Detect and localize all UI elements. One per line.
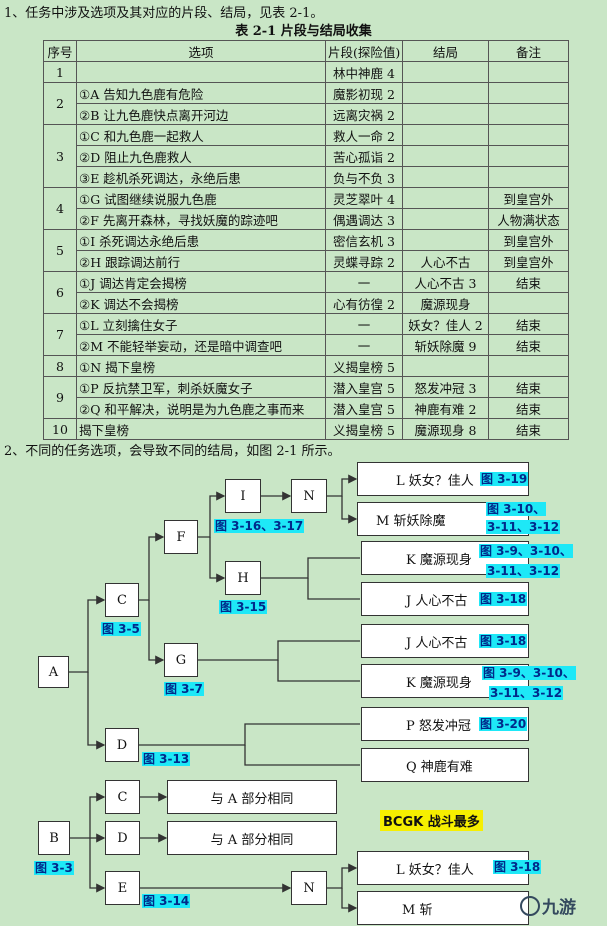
- node-c: C: [105, 583, 139, 617]
- fig-tag: 图 3-3: [34, 861, 74, 875]
- cell-option: ②K 调达不会揭榜: [76, 292, 326, 314]
- highlight-note: BCGK 战斗最多: [380, 810, 483, 831]
- fig-tag: 图 3-18: [479, 634, 528, 648]
- cell-option: ①N 揭下皇榜: [76, 355, 326, 377]
- fig-tag: 图 3-19: [480, 472, 529, 486]
- cell-ending: 妖女？佳人 2: [402, 313, 489, 335]
- cell-fragment: 潜入皇宫 5: [325, 397, 403, 419]
- cell-option: ①P 反抗禁卫军，刺杀妖魔女子: [76, 376, 326, 398]
- table-row: ②D 阻止九色鹿救人苦心孤诣 2: [44, 145, 569, 167]
- cell-no: 4: [43, 187, 77, 230]
- table-row: ②B 让九色鹿快点离开河边远离灾祸 2: [44, 103, 569, 125]
- same-as-a-1: 与 A 部分相同: [167, 780, 337, 814]
- cell-note: 到皇宫外: [488, 187, 569, 209]
- cell-option: ②D 阻止九色鹿救人: [76, 145, 326, 167]
- cell-fragment: 灵芝翠叶 4: [325, 187, 403, 209]
- table-title: 表 2-1 片段与结局收集: [235, 24, 372, 39]
- logo-icon: [520, 895, 540, 916]
- cell-no: 2: [43, 82, 77, 125]
- node-d: D: [105, 728, 139, 762]
- node-b: B: [38, 821, 70, 855]
- fig-tag: 图 3-15: [219, 600, 268, 614]
- fig-tag: 3-11、3-12: [486, 564, 561, 578]
- ending-l: L 妖女？佳人: [357, 462, 529, 496]
- node-i: I: [225, 479, 261, 513]
- cell-note: 结束: [488, 334, 569, 356]
- intro-text-2: 2、不同的任务选项，会导致不同的结局，如图 2-1 所示。: [4, 444, 341, 459]
- cell-fragment: 义揭皇榜 5: [325, 418, 403, 440]
- node-g: G: [164, 643, 198, 677]
- cell-no: 10: [43, 418, 77, 440]
- cell-option: ①C 和九色鹿一起救人: [76, 124, 326, 146]
- cell-fragment: 偶遇调达 3: [325, 208, 403, 230]
- cell-fragment: 林中神鹿 4: [325, 61, 403, 83]
- cell-fragment: 潜入皇宫 5: [325, 376, 403, 398]
- fig-tag: 图 3-5: [101, 622, 141, 636]
- ending-m-b: M 斩: [357, 891, 529, 925]
- cell-note: 结束: [488, 418, 569, 440]
- table-row: ③E 趁机杀死调达，永绝后患负与不负 3: [44, 166, 569, 188]
- watermark: 九游: [520, 893, 576, 918]
- cell-no: 3: [43, 124, 77, 188]
- intro-text-1: 1、任务中涉及选项及其对应的片段、结局，见表 2-1。: [4, 6, 324, 21]
- fig-tag: 图 3-20: [479, 717, 528, 731]
- fig-tag: 3-11、3-12: [489, 686, 564, 700]
- fig-tag: 图 3-18: [493, 860, 542, 874]
- ending-q: Q 神鹿有难: [361, 748, 529, 782]
- ending-p: P 怒发冲冠: [361, 707, 529, 741]
- cell-fragment: 远离灾祸 2: [325, 103, 403, 125]
- fig-tag: 3-11、3-12: [486, 520, 561, 534]
- cell-fragment: 救人一命 2: [325, 124, 403, 146]
- cell-ending: 怒发冲冠 3: [402, 376, 489, 398]
- node-n: N: [291, 479, 327, 513]
- node-n-b: N: [291, 871, 327, 905]
- fig-tag: 图 3-16、3-17: [214, 519, 305, 533]
- cell-ending: 人心不古: [402, 250, 489, 272]
- node-e: E: [105, 871, 140, 905]
- node-a: A: [38, 656, 69, 688]
- fig-tag: 图 3-14: [142, 894, 191, 908]
- fig-tag: 图 3-9、3-10、: [479, 544, 573, 558]
- same-as-a-2: 与 A 部分相同: [167, 821, 337, 855]
- fig-tag: 图 3-10、: [486, 502, 547, 516]
- fig-tag: 图 3-13: [142, 752, 191, 766]
- cell-fragment: 密信玄机 3: [325, 229, 403, 251]
- cell-option: 揭下皇榜: [76, 418, 326, 440]
- node-f: F: [164, 520, 198, 554]
- fig-tag: 图 3-9、3-10、: [482, 666, 576, 680]
- node-h: H: [225, 561, 261, 595]
- fig-tag: 图 3-7: [164, 682, 204, 696]
- cell-option: ②Q 和平解决，说明是为九色鹿之事而来: [76, 397, 326, 419]
- node-d-b: D: [105, 821, 140, 855]
- cell-option: ①L 立刻擒住女子: [76, 313, 326, 335]
- cell-option: ①G 试图继续说服九色鹿: [76, 187, 326, 209]
- watermark-text: 九游: [542, 898, 576, 918]
- cell-ending: 魔源现身 8: [402, 418, 489, 440]
- fig-tag: 图 3-18: [479, 592, 528, 606]
- node-c-b: C: [105, 780, 140, 814]
